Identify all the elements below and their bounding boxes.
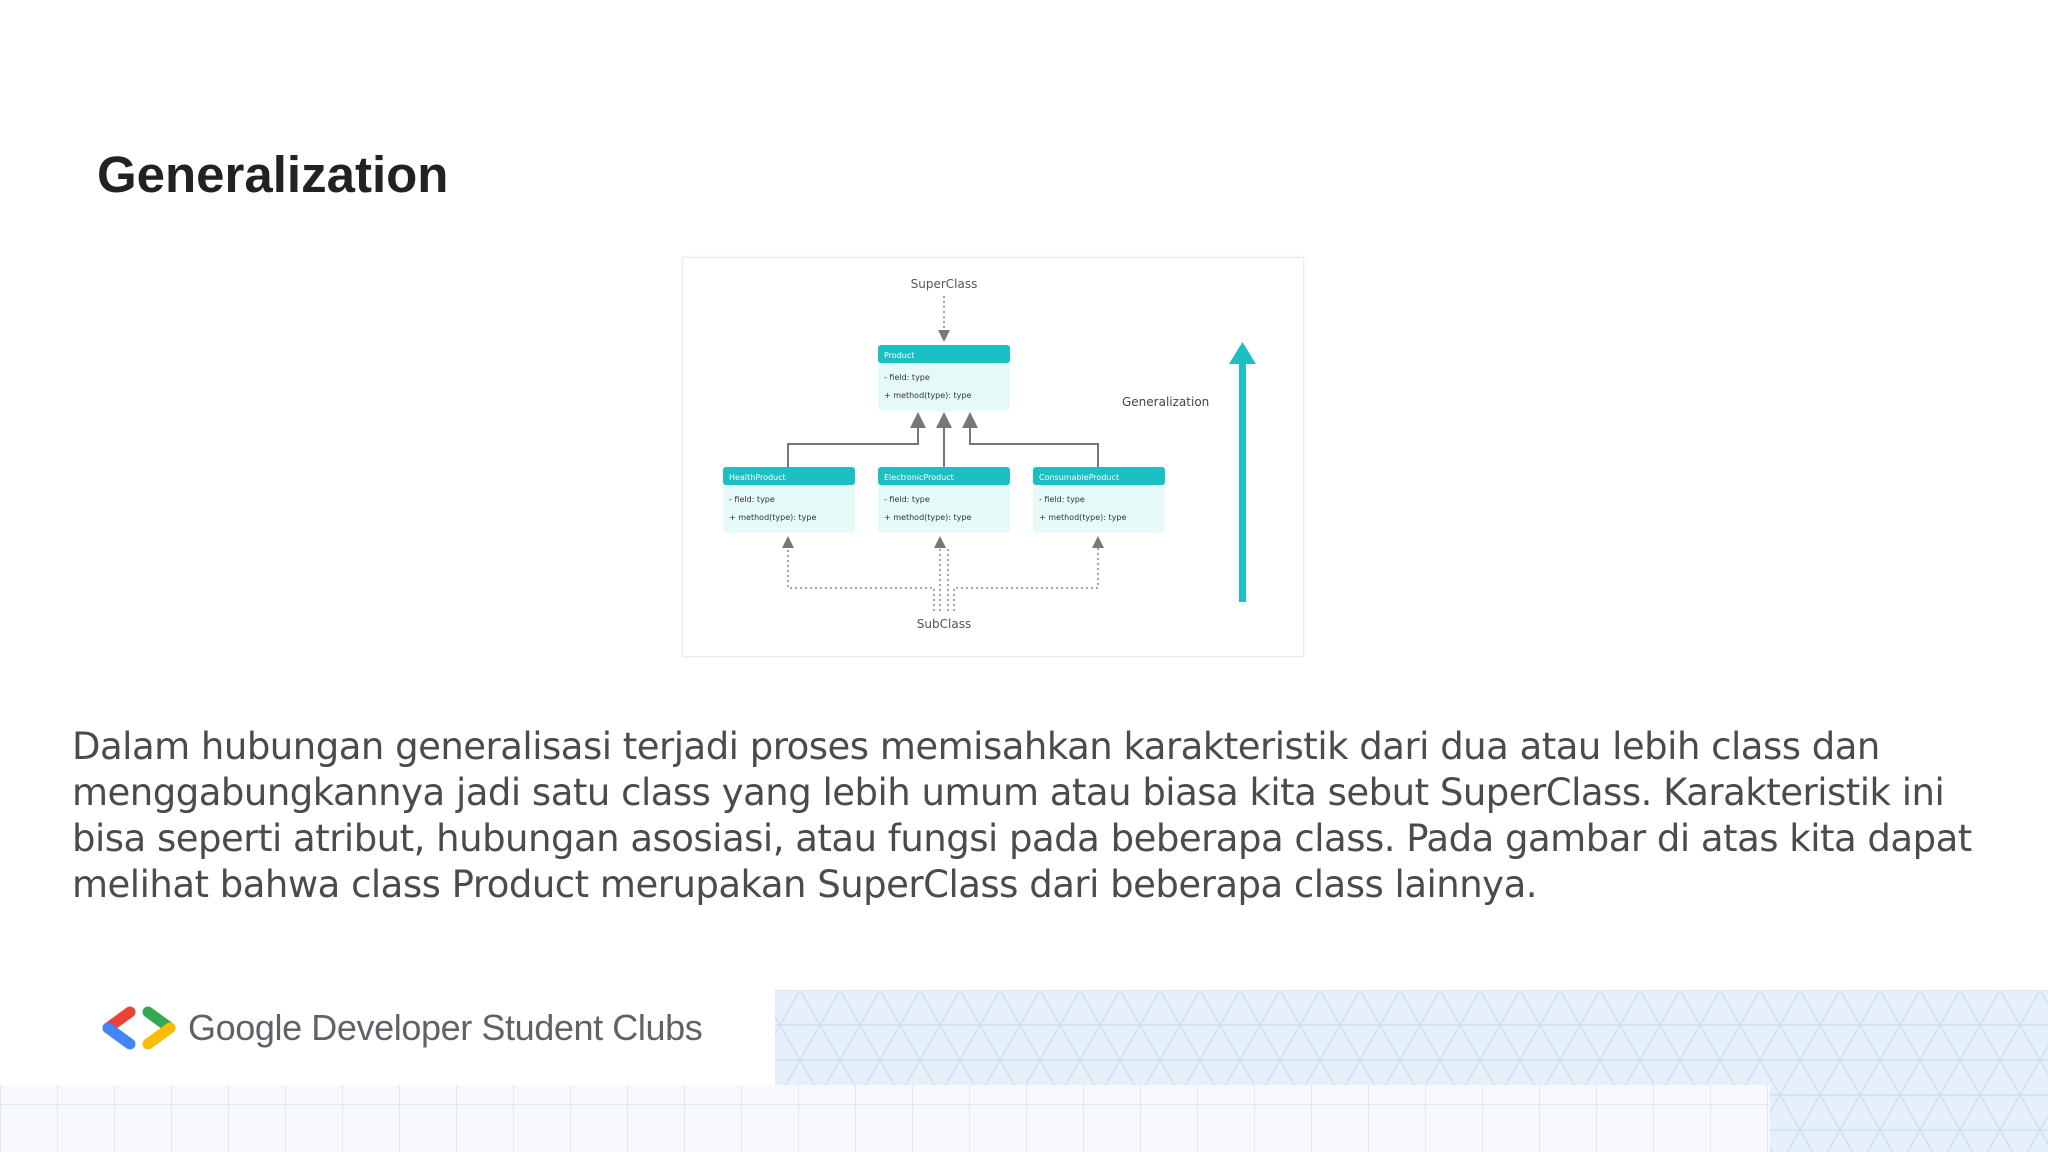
diagram-canvas: SuperClass Product - field: type + metho… [723,277,1256,631]
generalization-label: Generalization [1122,395,1209,409]
generalization-arrow-shaft [1239,356,1246,602]
class-diagram: SuperClass Product - field: type + metho… [682,257,1304,657]
connector-consumable [962,412,1099,467]
class-method: + method(type): type [1039,513,1126,522]
footer-brand: Google Developer Student Clubs [100,1000,703,1056]
class-name: ElectronicProduct [884,473,954,482]
subclass-pointer-consumable [953,536,1104,611]
class-name: ConsumableProduct [1039,473,1119,482]
class-box-product: Product - field: type + method(type): ty… [878,345,1010,411]
class-field: - field: type [1039,495,1085,504]
class-method: + method(type): type [884,391,971,400]
class-method: + method(type): type [884,513,971,522]
subclass-pointers [782,536,1104,611]
class-field: - field: type [729,495,775,504]
brand-name: Google Developer Student Clubs [188,1007,703,1048]
square-grid-lines [0,1085,1770,1152]
class-method: + method(type): type [729,513,816,522]
class-box-header [878,345,1010,363]
background-grid [0,990,2048,1152]
class-name: HealthProduct [729,473,786,482]
generalization-arrow-head [1229,342,1256,364]
class-name: Product [884,351,914,360]
class-box-header [1033,467,1165,485]
class-box-header [878,467,1010,485]
class-field: - field: type [884,495,930,504]
class-box-consumable-product: ConsumableProduct - field: type + method… [1033,467,1165,533]
slide-title: Generalization [97,146,449,203]
class-box-electronic-product: ElectronicProduct - field: type + method… [878,467,1010,533]
generalization-connectors [787,412,1099,467]
connector-health [787,412,926,467]
subclass-pointer-health [782,536,935,611]
class-box-health-product: HealthProduct - field: type + method(typ… [723,467,855,533]
subclass-label: SubClass [917,617,971,631]
body-paragraph: Dalam hubungan generalisasi terjadi pros… [72,725,1972,906]
class-field: - field: type [884,373,930,382]
gdsc-brackets-icon [102,1006,176,1050]
superclass-label: SuperClass [911,277,978,291]
class-box-header [723,467,855,485]
